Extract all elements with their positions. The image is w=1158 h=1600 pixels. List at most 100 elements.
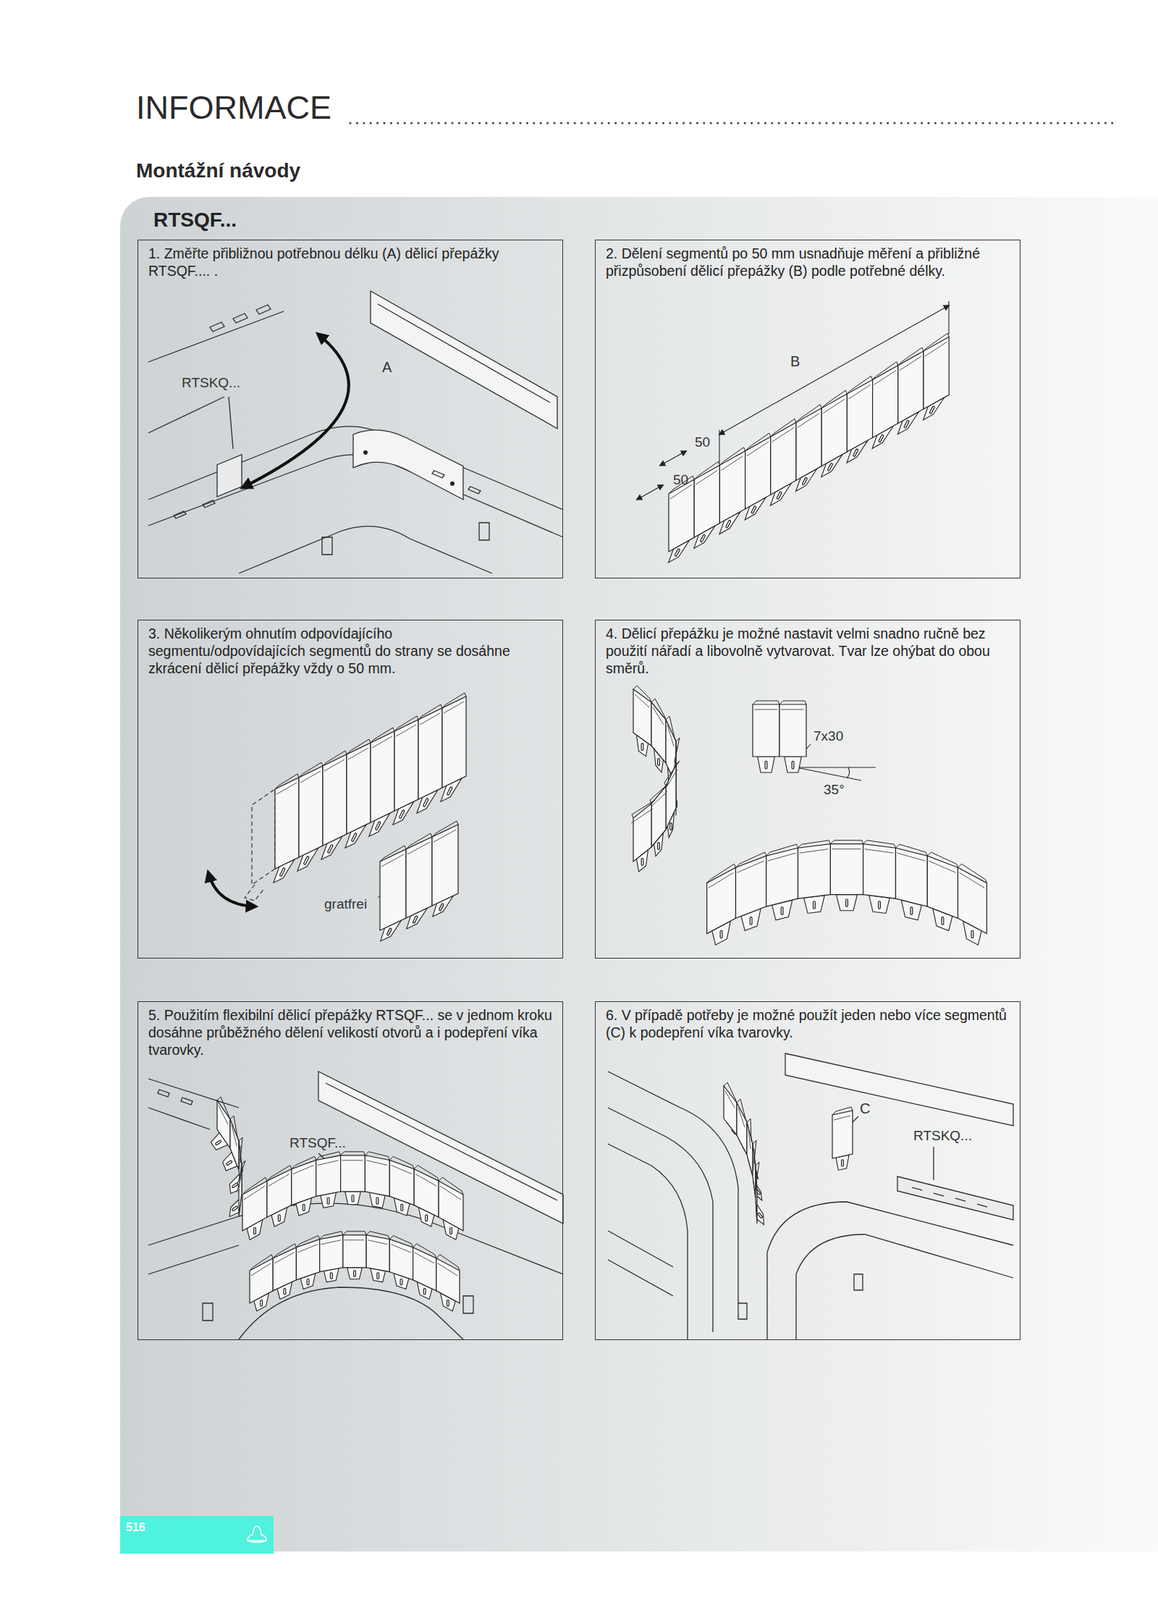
illustration-line <box>878 901 881 908</box>
illustration-line <box>798 843 831 899</box>
illustration-line <box>148 426 564 510</box>
illustration-line <box>780 709 805 710</box>
illustration-line <box>726 521 730 527</box>
illustration-line <box>148 1078 239 1108</box>
illustration-line <box>322 522 490 555</box>
illustration-line <box>830 843 863 895</box>
illustration-line <box>958 863 988 883</box>
illustration-line <box>794 744 876 781</box>
illustration-line <box>752 700 780 705</box>
illustration-line <box>317 1160 339 1166</box>
illustration-line <box>300 770 321 783</box>
illustration-line <box>297 1244 318 1253</box>
illustration-line <box>799 848 829 854</box>
illustration-line <box>803 478 807 484</box>
illustration-line <box>377 1273 379 1278</box>
illustration-line <box>765 762 768 768</box>
illustration-line <box>377 303 551 403</box>
illustration-line <box>657 843 660 849</box>
illustration-line <box>148 1244 239 1274</box>
illustration-line <box>796 404 822 423</box>
illustration-line <box>755 1161 760 1191</box>
illustration-line <box>327 1197 331 1203</box>
illustration-line <box>438 1180 464 1231</box>
illustration-line <box>272 1247 297 1291</box>
illustration-line <box>752 1139 757 1166</box>
illustration-line <box>796 766 876 768</box>
illustration-line <box>723 1085 737 1135</box>
illustration-line <box>905 421 909 427</box>
illustration-line <box>836 894 858 911</box>
illustration-line <box>277 1215 281 1220</box>
illustration-line <box>438 1176 464 1195</box>
instruction-text: 1. Změřte přibližnou potřebnou délku (A)… <box>148 245 553 281</box>
illustration-line <box>376 822 380 828</box>
section-heading: Montážní návody <box>136 159 301 183</box>
illustration-line <box>652 707 664 725</box>
illustration-line <box>746 1118 753 1144</box>
illustration-line <box>418 704 443 720</box>
illustration-line <box>970 931 974 938</box>
illustration-line <box>424 1215 428 1220</box>
illustration-line <box>366 1160 388 1166</box>
illustration-line <box>898 347 924 366</box>
illustration-line <box>433 829 456 842</box>
illustration-line <box>372 736 393 748</box>
illustration-line <box>375 1197 379 1203</box>
illustration-line <box>327 1197 330 1203</box>
illustration-line <box>400 1205 404 1210</box>
illustration-line <box>854 450 857 456</box>
illustration-line <box>781 907 784 914</box>
illustration-line <box>244 788 276 901</box>
illustration-line <box>766 847 799 907</box>
page-title: INFORMACE <box>136 89 332 126</box>
illustration-line <box>432 820 459 837</box>
illustration-line <box>897 852 926 861</box>
illustration-line <box>251 788 276 885</box>
illustration-line <box>253 1228 257 1233</box>
illustration-line <box>328 845 332 852</box>
illustration-line <box>249 1257 273 1303</box>
illustration-line <box>395 724 417 737</box>
illustration-line <box>307 1279 310 1284</box>
illustration-line <box>394 715 419 731</box>
illustration-line <box>448 787 451 794</box>
illustration-line <box>353 1270 356 1276</box>
illustration-line <box>797 413 820 428</box>
illustration-line <box>209 304 271 332</box>
illustration-line <box>217 1096 231 1119</box>
illustration-line <box>413 1165 439 1182</box>
instruction-text: 2. Dělení segmentů po 50 mm usnadňuje mě… <box>605 245 1010 281</box>
illustration-line <box>607 1053 1014 1339</box>
illustration-line <box>675 550 679 556</box>
illustration-line <box>216 1141 221 1145</box>
illustration-line <box>971 931 974 938</box>
illustration-line <box>784 756 802 773</box>
part-label: 50 <box>694 434 710 451</box>
illustration-line <box>399 1279 403 1284</box>
illustration-line <box>752 704 780 757</box>
illustration-line <box>217 1100 231 1148</box>
illustration-line <box>651 702 666 763</box>
illustration-line <box>446 1300 450 1305</box>
illustration-line <box>243 334 349 488</box>
part-label: 7x30 <box>813 728 844 745</box>
instruction-text: 5. Použitím flexibilní dělicí přepážky R… <box>148 1006 553 1059</box>
illustration-line <box>792 762 794 768</box>
illustration-line <box>930 407 934 413</box>
part-label: 50 <box>673 471 689 488</box>
illustration-line <box>348 747 369 760</box>
illustration-line <box>293 1164 315 1174</box>
instruction-text: 3. Několikerým ohnutím odpovídajícího se… <box>148 625 553 677</box>
illustration-line <box>157 1089 193 1105</box>
illustration-line <box>389 1159 414 1205</box>
illustration-line <box>148 1202 564 1274</box>
illustration-line <box>268 1173 290 1187</box>
illustration-line <box>796 1233 1014 1339</box>
page-icon <box>244 1521 270 1546</box>
illustration-line <box>389 1235 413 1248</box>
illustration-line <box>173 470 481 519</box>
illustration-line <box>723 1082 737 1103</box>
illustration-line <box>779 704 807 757</box>
illustration-line <box>400 1205 403 1210</box>
